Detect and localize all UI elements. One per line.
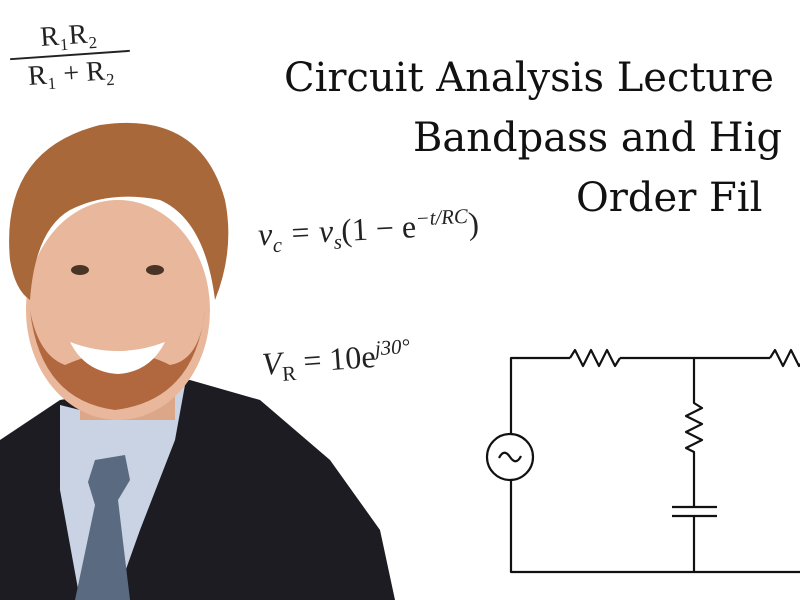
resistor-icon <box>684 358 704 507</box>
tie <box>75 455 130 600</box>
ac-voltage-source-icon <box>485 432 535 482</box>
resistor-icon <box>569 348 621 368</box>
capacitor-icon <box>672 505 717 518</box>
hair <box>9 122 229 300</box>
title-line-3: Order Fil <box>576 175 763 221</box>
resistor-icon <box>769 348 800 368</box>
title-line-2: Bandpass and Hig <box>413 115 783 161</box>
sine-wave-icon <box>498 451 522 463</box>
title-line-1: Circuit Analysis Lecture <box>284 55 774 101</box>
presenter-photo <box>0 122 395 600</box>
wire-left-top <box>509 356 570 433</box>
wire-bottom <box>509 481 800 574</box>
